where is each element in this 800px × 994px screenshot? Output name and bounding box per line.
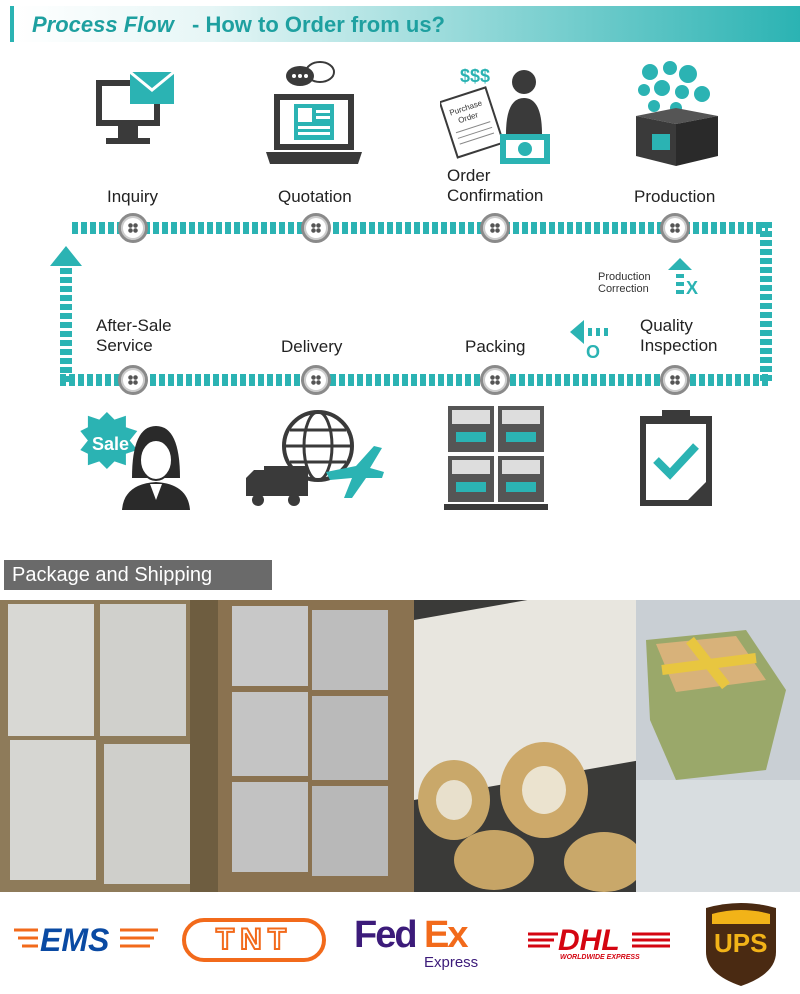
process-flow-header: Process Flow - How to Order from us? <box>10 6 800 42</box>
fedex-logo-fed: Fed <box>354 914 418 956</box>
tnt-logo: TNT <box>182 918 326 962</box>
fedex-logo: Fed Ex Express <box>354 914 496 974</box>
step-label-packing: Packing <box>465 337 526 356</box>
flow-node-quality <box>660 365 690 395</box>
flow-node-order <box>480 213 510 243</box>
tnt-logo-text: TNT <box>215 922 293 957</box>
flow-node-packing <box>480 365 510 395</box>
fedex-logo-express: Express <box>424 954 479 971</box>
carrier-logos: EMS TNT Fed Ex Express DHL WORLDWIDE EXP… <box>0 900 800 994</box>
dhl-logo-sub: WORLDWIDE EXPRESS <box>560 954 640 961</box>
correction-arrow-up-icon: X <box>666 256 706 300</box>
package-shipping-title: Package and Shipping <box>4 560 272 590</box>
step-label-order-confirmation: Order Confirmation <box>447 166 544 205</box>
flow-track-left <box>60 268 72 384</box>
flow-track-bottom <box>60 374 770 386</box>
step-label-quotation: Quotation <box>278 187 352 206</box>
stacked-boxes-icon <box>444 404 548 510</box>
photo-boxed-rolls <box>218 600 414 892</box>
photo-bagged-rolls <box>0 600 218 892</box>
flow-track-top <box>72 222 768 234</box>
header-title-italic: Process Flow <box>32 12 174 37</box>
photo-gold-rolls <box>414 600 636 892</box>
laptop-quote-icon <box>262 60 366 168</box>
sale-agent-icon: Sale <box>80 408 190 510</box>
dhl-logo-text: DHL <box>558 924 620 957</box>
production-correction-label: Production Correction <box>598 271 651 295</box>
svg-text:Sale: Sale <box>92 434 129 454</box>
svg-text:O: O <box>586 342 600 360</box>
step-label-delivery: Delivery <box>281 337 343 356</box>
purchase-order-icon: $$$ Purchase Order <box>440 64 554 168</box>
globe-truck-plane-icon <box>244 410 386 508</box>
ems-logo-text: EMS <box>40 922 110 958</box>
flow-arrow-up-icon <box>50 246 82 266</box>
flow-node-quotation <box>301 213 331 243</box>
step-label-quality-inspection: Quality Inspection <box>640 316 718 355</box>
svg-text:$$$: $$$ <box>460 66 490 86</box>
step-label-inquiry: Inquiry <box>107 187 159 206</box>
flow-track-right <box>760 222 772 384</box>
flow-node-inquiry <box>118 213 148 243</box>
svg-text:X: X <box>686 278 698 298</box>
correction-arrow-left-icon: O <box>568 318 612 360</box>
computer-mail-icon <box>92 72 176 154</box>
photo-wrapped-carton <box>636 600 800 892</box>
clipboard-check-icon <box>636 408 716 508</box>
production-box-icon <box>632 60 722 170</box>
flow-node-delivery <box>301 365 331 395</box>
step-label-production: Production <box>634 187 716 206</box>
ems-logo: EMS <box>14 922 160 962</box>
flow-node-after-sale <box>118 365 148 395</box>
header-title-rest: - How to Order from us? <box>192 12 445 37</box>
dhl-logo: DHL WORLDWIDE EXPRESS <box>528 924 670 964</box>
ups-logo: UPS <box>704 902 778 986</box>
flow-node-production <box>660 213 690 243</box>
fedex-logo-ex: Ex <box>424 914 469 956</box>
ups-logo-text: UPS <box>714 928 768 958</box>
step-label-after-sale: After-Sale Service <box>96 316 172 355</box>
